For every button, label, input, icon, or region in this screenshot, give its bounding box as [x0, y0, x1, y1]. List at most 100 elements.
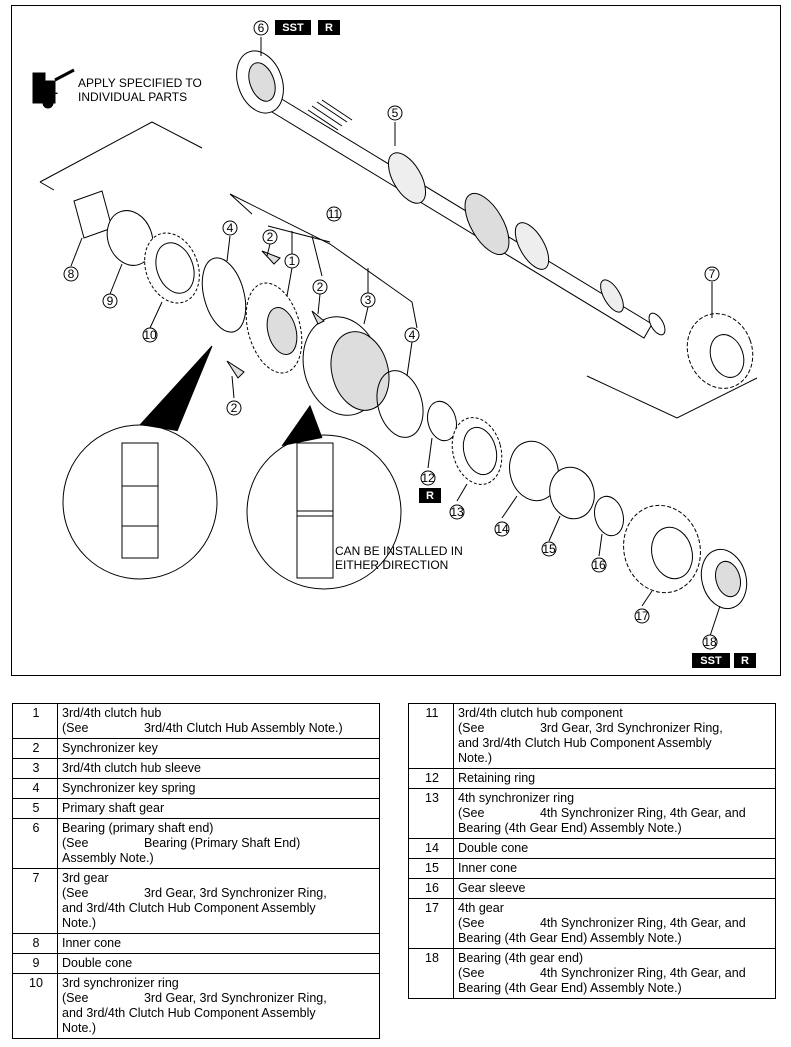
part-number: 9: [12, 953, 58, 974]
callout-2a: 2: [267, 230, 274, 244]
part-reference-note: (See 4th Synchronizer Ring, 4th Gear, an…: [458, 916, 746, 930]
part-number: 8: [12, 933, 58, 954]
part-description: 3rd/4th clutch hub sleeve: [57, 758, 380, 779]
r-badge-mid: [419, 488, 441, 503]
part-number: 10: [12, 973, 58, 1039]
part-description: Inner cone: [453, 858, 776, 879]
callout-14: 14: [495, 522, 509, 536]
oil-note-line1: APPLY SPECIFIED TO: [78, 76, 202, 90]
sst-badge-bottom-text: SST: [700, 655, 722, 667]
part-number: 3: [12, 758, 58, 779]
part-reference-note: Bearing (4th Gear End) Assembly Note.): [458, 821, 682, 835]
callout-7: 7: [709, 267, 716, 281]
part-number: 5: [12, 798, 58, 819]
parts-row: 14 Double cone: [408, 838, 776, 859]
install-note-line2: EITHER DIRECTION: [335, 558, 448, 572]
part-reference-note: Bearing (4th Gear End) Assembly Note.): [458, 931, 682, 945]
callout-8: 8: [68, 267, 75, 281]
oil-can-icon: [32, 68, 75, 109]
install-note-line1: CAN BE INSTALLED IN: [335, 544, 463, 558]
parts-row: 4 Synchronizer key spring: [12, 778, 380, 799]
part-description: 3rd/4th clutch hub component(See 3rd Gea…: [453, 703, 776, 769]
exploded-view-diagram: 6 5 7 8 9 10 4 2 1 2 3 4 11 2 12 13 14 1…: [11, 5, 781, 676]
bearing-primary-shaft-end-drawing: [236, 50, 284, 114]
part-reference-note: (See 3rd Gear, 3rd Synchronizer Ring,: [62, 991, 327, 1005]
part-description: 4th synchronizer ring(See 4th Synchroniz…: [453, 788, 776, 839]
parts-row: 8 Inner cone: [12, 933, 380, 954]
callout-18: 18: [703, 635, 717, 649]
callout-17: 17: [635, 609, 649, 623]
part-description: Inner cone: [57, 933, 380, 954]
part-reference-note: Note.): [458, 751, 493, 765]
oil-icon-label: OIL: [38, 83, 58, 97]
third-gear-drawing: [686, 313, 754, 389]
part-number: 6: [12, 818, 58, 869]
part-name: 3rd/4th clutch hub: [62, 706, 162, 720]
sst-badge-bottom: [692, 653, 730, 668]
part-number: 1: [12, 703, 58, 739]
part-name: 4th gear: [458, 901, 504, 915]
parts-row: 15 Inner cone: [408, 858, 776, 879]
part-name: Inner cone: [62, 936, 122, 950]
part-reference-note: Note.): [62, 916, 97, 930]
diagram-canvas: 6 5 7 8 9 10 4 2 1 2 3 4 11 2 12 13 14 1…: [32, 20, 758, 668]
part-number: 7: [12, 868, 58, 934]
part-name: 3rd synchronizer ring: [62, 976, 179, 990]
callout-2c: 2: [231, 401, 238, 415]
part-reference-note: (See 4th Synchronizer Ring, 4th Gear, an…: [458, 966, 746, 980]
part-number: 16: [408, 878, 454, 899]
part-name: Bearing (4th gear end): [458, 951, 584, 965]
part-number: 4: [12, 778, 58, 799]
part-name: 3rd/4th clutch hub sleeve: [62, 761, 201, 775]
parts-row: 18 Bearing (4th gear end)(See 4th Synchro…: [408, 948, 776, 999]
part-name: Synchronizer key spring: [62, 781, 196, 795]
part-description: 3rd synchronizer ring(See 3rd Gear, 3rd …: [57, 973, 380, 1039]
r-badge-top-text: R: [325, 22, 333, 34]
part-number: 14: [408, 838, 454, 859]
part-name: Inner cone: [458, 861, 518, 875]
callout-6: 6: [258, 21, 265, 35]
part-description: 3rd/4th clutch hub(See 3rd/4th Clutch Hu…: [57, 703, 380, 739]
callout-9: 9: [107, 294, 114, 308]
part-name: Synchronizer key: [62, 741, 158, 755]
part-reference-note: (See 3rd/4th Clutch Hub Assembly Note.): [62, 721, 343, 735]
parts-row: 16 Gear sleeve: [408, 878, 776, 899]
part-number: 18: [408, 948, 454, 999]
part-description: Gear sleeve: [453, 878, 776, 899]
parts-row: 3 3rd/4th clutch hub sleeve: [12, 758, 380, 779]
part-name: Double cone: [458, 841, 529, 855]
part-reference-note: Bearing (4th Gear End) Assembly Note.): [458, 981, 682, 995]
sst-badge-top: [275, 20, 311, 35]
r-badge-top: [318, 20, 340, 35]
part-description: Synchronizer key: [57, 738, 380, 759]
part-name: 3rd/4th clutch hub component: [458, 706, 623, 720]
r-badge-mid-text: R: [426, 490, 434, 502]
part-number: 17: [408, 898, 454, 949]
part-reference-note: Assembly Note.): [62, 851, 154, 865]
part-number: 2: [12, 738, 58, 759]
part-description: 4th gear(See 4th Synchronizer Ring, 4th …: [453, 898, 776, 949]
part-description: 3rd gear(See 3rd Gear, 3rd Synchronizer …: [57, 868, 380, 934]
callout-4b: 4: [409, 328, 416, 342]
part-reference-note: (See 3rd Gear, 3rd Synchronizer Ring,: [62, 886, 327, 900]
part-reference-note: Note.): [62, 1021, 97, 1035]
part-name: Bearing (primary shaft end): [62, 821, 214, 835]
part-name: Retaining ring: [458, 771, 536, 785]
r-badge-bottom: [734, 653, 756, 668]
part-name: Gear sleeve: [458, 881, 526, 895]
callout-12: 12: [421, 471, 435, 485]
r-badge-bottom-text: R: [741, 655, 749, 667]
part-name: 3rd gear: [62, 871, 109, 885]
part-name: Primary shaft gear: [62, 801, 165, 815]
part-number: 15: [408, 858, 454, 879]
part-description: Primary shaft gear: [57, 798, 380, 819]
part-description: Bearing (primary shaft end)(See Bearing …: [57, 818, 380, 869]
part-description: Synchronizer key spring: [57, 778, 380, 799]
